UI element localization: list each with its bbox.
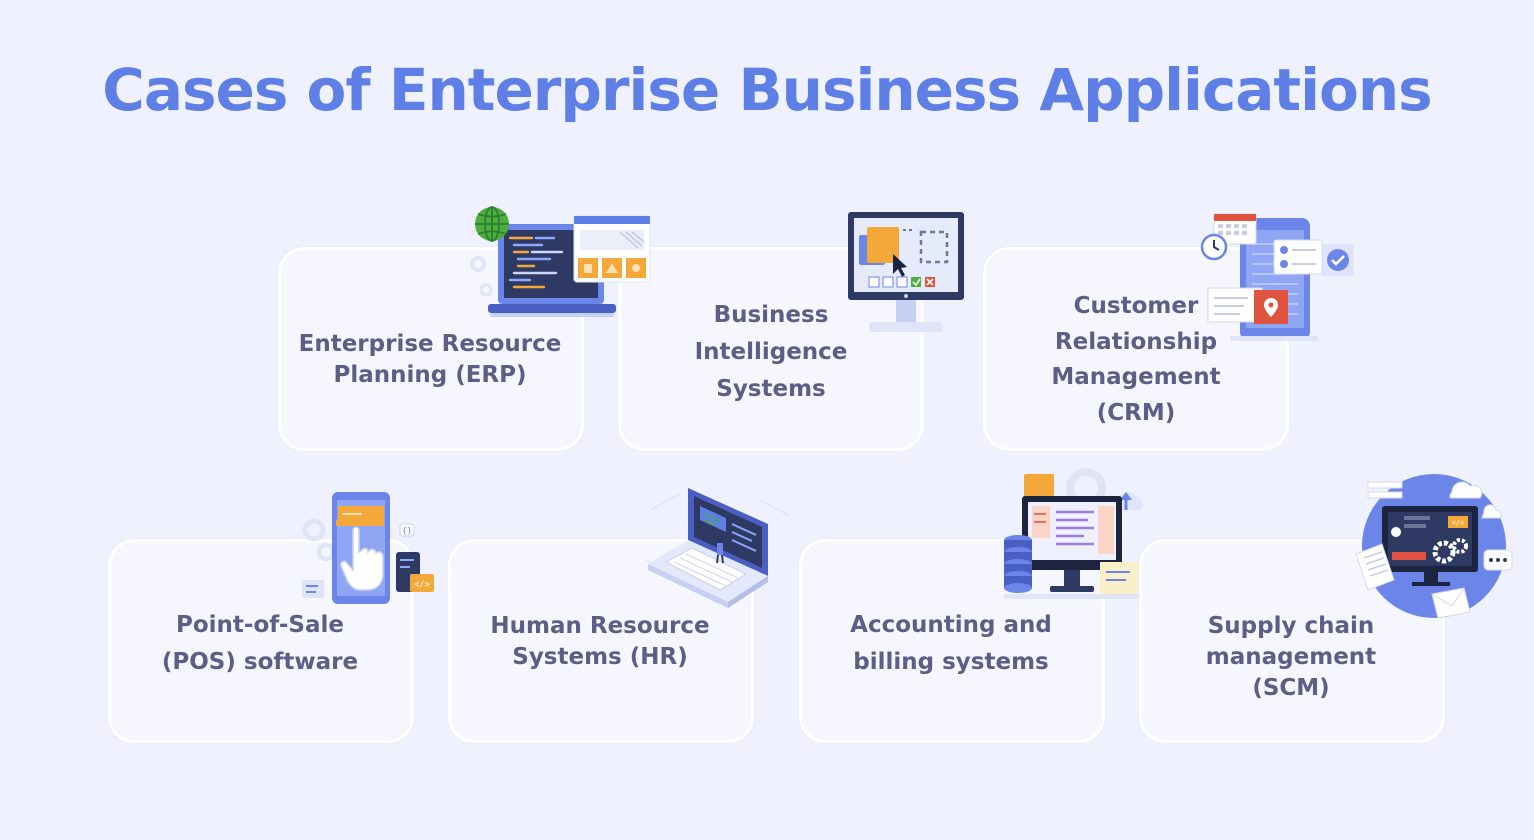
globe-monitor-gears-icon: </> bbox=[1355, 474, 1513, 619]
card-label-pos: Point-of-Sale (POS) software bbox=[161, 612, 359, 675]
laptop-code-icon bbox=[470, 206, 651, 317]
page-title: Cases of Enterprise Business Application… bbox=[102, 56, 1432, 124]
svg-text:</>: </> bbox=[1452, 519, 1465, 527]
card-label-erp: Enterprise Resource Planning (ERP) bbox=[298, 331, 562, 388]
card-label-hr: Human Resource Systems (HR) bbox=[490, 613, 710, 670]
laptop-person-icon bbox=[645, 488, 791, 608]
phone-location-icon bbox=[1200, 213, 1354, 341]
svg-text:</>: </> bbox=[414, 580, 431, 590]
svg-text:{}: {} bbox=[402, 526, 412, 535]
monitor-database-icon bbox=[1004, 468, 1143, 599]
card-crm bbox=[983, 247, 1289, 451]
card-accounting bbox=[799, 539, 1105, 743]
card-label-bi: Business Intelligence Systems bbox=[694, 302, 848, 402]
monitor-dashboard-icon bbox=[848, 212, 964, 332]
phone-touch-icon: </> {} bbox=[302, 492, 434, 604]
card-label-crm: Customer Relationship Management (CRM) bbox=[1051, 293, 1221, 426]
card-label-scm: Supply chain management (SCM) bbox=[1205, 613, 1377, 701]
card-label-accounting: Accounting and billing systems bbox=[850, 612, 1052, 675]
